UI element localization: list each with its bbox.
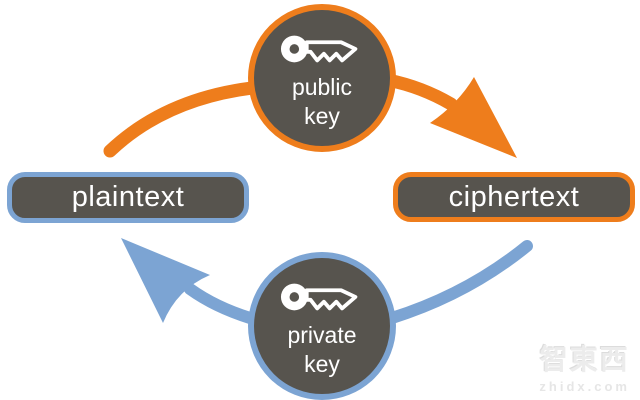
decrypt-arrowhead-icon: [121, 238, 210, 323]
watermark-site-text: zhidx.com: [539, 379, 630, 394]
encrypt-arc-left: [103, 81, 259, 158]
public-key-node: public key: [248, 4, 396, 152]
encrypt-arc-right: [381, 73, 458, 111]
ciphertext-node: ciphertext: [393, 172, 635, 222]
encrypt-arrowhead-icon: [430, 77, 517, 158]
decrypt-arc-right: [386, 240, 533, 324]
private-key-label-line1: private: [287, 321, 357, 348]
plaintext-label: plaintext: [71, 181, 185, 213]
private-key-node: private key: [248, 252, 396, 400]
decrypt-arc-left: [184, 283, 256, 324]
key-icon: [280, 35, 358, 62]
watermark: 智東西 zhidx.com: [539, 338, 630, 394]
public-key-label-line1: public: [291, 73, 353, 100]
key-icon: [280, 283, 358, 310]
watermark-logo: 智東西: [539, 344, 630, 375]
private-key-label-line2: key: [304, 350, 340, 377]
plaintext-node: plaintext: [7, 172, 249, 223]
public-key-label-line2: key: [304, 102, 340, 129]
ciphertext-label: ciphertext: [448, 180, 580, 213]
